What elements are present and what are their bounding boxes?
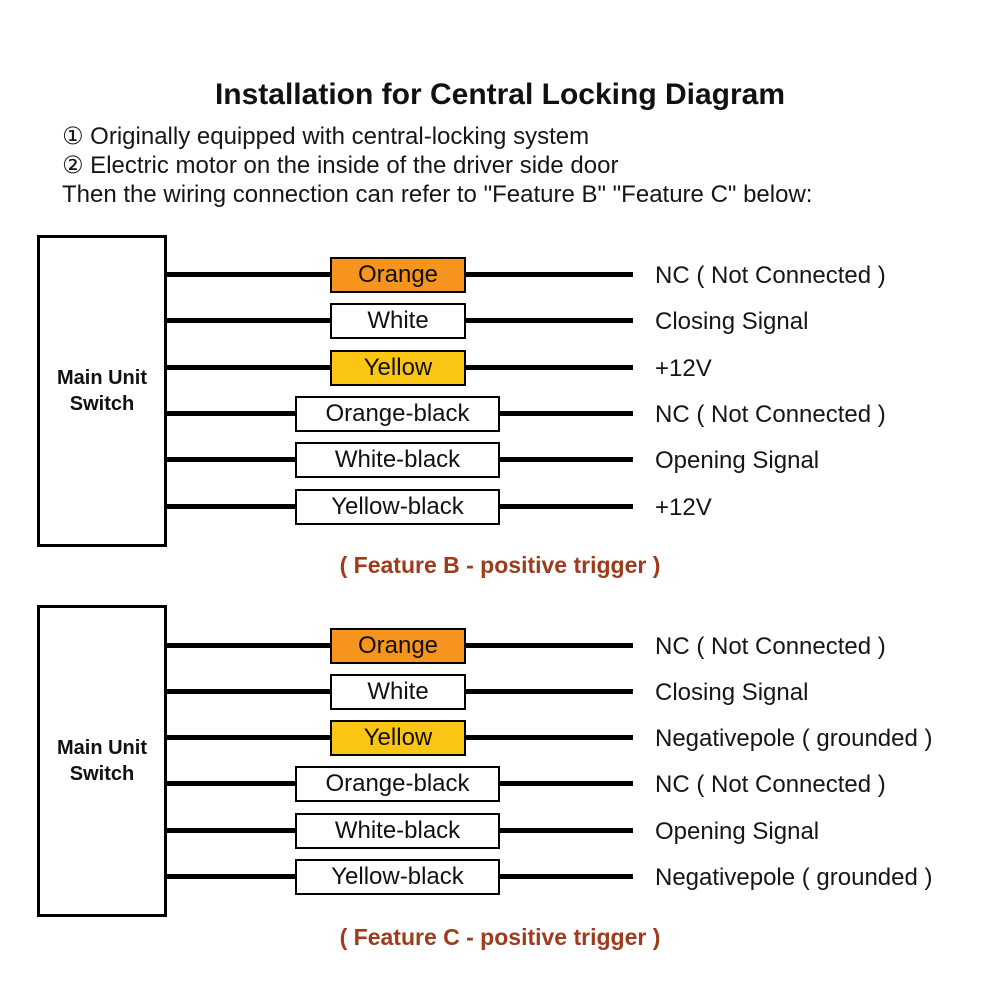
wire-left-orange-black-b: [165, 411, 295, 416]
signal-label-yellow-black-c: Negativepole ( grounded ): [655, 864, 933, 891]
wire-color-label: White-black: [334, 446, 461, 473]
wire-right-yellow-c: [464, 735, 633, 740]
wire-color-box-yellow-c: Yellow: [330, 720, 466, 756]
main-unit-label-line2: Switch: [69, 763, 135, 785]
main-unit-label-line1: Main Unit: [57, 367, 147, 389]
feature-b-caption: ( Feature B - positive trigger ): [339, 552, 661, 578]
intro-line-3: Then the wiring connection can refer to …: [62, 181, 813, 208]
signal-label-orange-black-c: NC ( Not Connected ): [655, 771, 886, 798]
signal-label-orange-c: NC ( Not Connected ): [655, 633, 886, 660]
wire-color-box-white-c: White: [330, 674, 466, 710]
wire-right-orange-black-c: [498, 781, 633, 786]
wire-left-yellow-black-c: [165, 874, 295, 879]
wire-color-box-orange-black-c: Orange-black: [295, 766, 500, 802]
main-unit-switch-box-feature-b: Main Unit Switch: [37, 235, 167, 547]
wire-left-yellow-b: [165, 365, 330, 370]
wire-color-box-yellow-black-b: Yellow-black: [295, 489, 500, 525]
wire-right-orange-black-b: [498, 411, 633, 416]
wire-color-label: Orange-black: [325, 770, 470, 797]
wire-color-label: Orange-black: [325, 400, 470, 427]
wire-color-box-white-black-b: White-black: [295, 442, 500, 478]
signal-label-yellow-b: +12V: [655, 355, 712, 382]
wire-right-white-black-b: [498, 457, 633, 462]
wire-color-box-orange-c: Orange: [330, 628, 466, 664]
main-unit-switch-box-feature-c: Main Unit Switch: [37, 605, 167, 917]
signal-label-white-black-b: Opening Signal: [655, 447, 820, 474]
page-title: Installation for Central Locking Diagram: [214, 78, 786, 111]
intro-text: ① Originally equipped with central-locki…: [62, 122, 812, 209]
wire-color-box-orange-black-b: Orange-black: [295, 396, 500, 432]
wire-left-orange-black-c: [165, 781, 295, 786]
wire-color-box-yellow-black-c: Yellow-black: [295, 859, 500, 895]
wire-left-white-black-b: [165, 457, 295, 462]
wire-right-yellow-black-c: [498, 874, 633, 879]
wire-color-box-white-b: White: [330, 303, 466, 339]
wire-right-yellow-black-b: [498, 504, 633, 509]
wire-color-label: Yellow-black: [331, 493, 464, 520]
wire-left-yellow-c: [165, 735, 330, 740]
wire-color-label: Yellow: [363, 724, 433, 751]
wire-left-orange-b: [165, 272, 330, 277]
wire-left-white-c: [165, 689, 330, 694]
wire-left-white-b: [165, 318, 330, 323]
wire-color-label: White: [367, 307, 429, 334]
wire-color-label: White-black: [334, 817, 461, 844]
signal-label-orange-b: NC ( Not Connected ): [655, 262, 886, 289]
signal-label-white-black-c: Opening Signal: [655, 818, 820, 845]
main-unit-label-line2: Switch: [69, 393, 135, 415]
wire-color-label: White: [367, 678, 429, 705]
wire-right-orange-b: [464, 272, 633, 277]
wire-color-label: Orange: [357, 632, 439, 659]
wire-color-box-yellow-b: Yellow: [330, 350, 466, 386]
wire-color-label: Orange: [357, 261, 439, 288]
signal-label-yellow-c: Negativepole ( grounded ): [655, 725, 933, 752]
wire-color-label: Yellow-black: [331, 863, 464, 890]
main-unit-label-line1: Main Unit: [57, 737, 147, 759]
wire-right-yellow-b: [464, 365, 633, 370]
wire-color-label: Yellow: [363, 354, 433, 381]
wire-color-box-orange-b: Orange: [330, 257, 466, 293]
signal-label-white-b: Closing Signal: [655, 308, 809, 335]
wire-color-box-white-black-c: White-black: [295, 813, 500, 849]
wire-right-orange-c: [464, 643, 633, 648]
intro-line-1: ① Originally equipped with central-locki…: [62, 123, 590, 150]
wire-right-white-c: [464, 689, 633, 694]
feature-c-caption: ( Feature C - positive trigger ): [339, 924, 661, 950]
intro-line-2: ② Electric motor on the inside of the dr…: [62, 152, 619, 179]
wire-left-orange-c: [165, 643, 330, 648]
signal-label-yellow-black-b: +12V: [655, 494, 712, 521]
wire-left-white-black-c: [165, 828, 295, 833]
wire-left-yellow-black-b: [165, 504, 295, 509]
signal-label-white-c: Closing Signal: [655, 679, 809, 706]
wire-right-white-b: [464, 318, 633, 323]
wire-right-white-black-c: [498, 828, 633, 833]
signal-label-orange-black-b: NC ( Not Connected ): [655, 401, 886, 428]
